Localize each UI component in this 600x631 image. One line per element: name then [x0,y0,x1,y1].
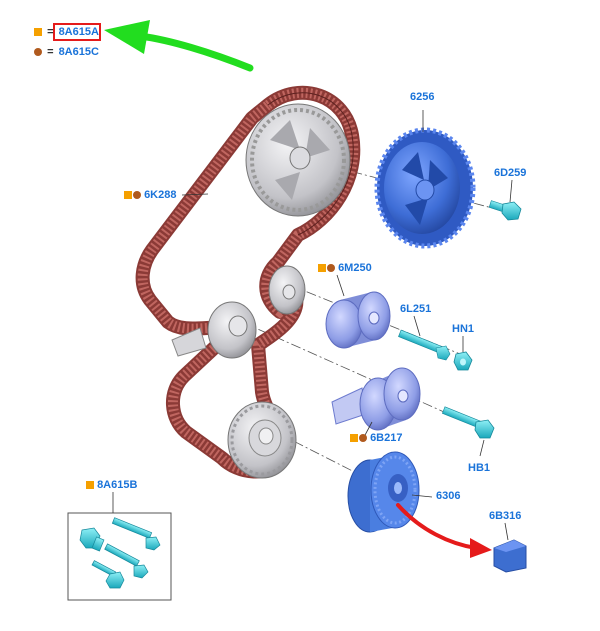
camshaft-sprocket [374,127,476,249]
bolt-6D259 [488,200,522,221]
part-label-6B217[interactable]: 6B217 [370,432,403,444]
nut-HN1 [453,351,473,371]
legend-code-8A615A[interactable]: 8A615A [58,26,99,38]
crankshaft-pulley [227,401,297,479]
part-label-HN1[interactable]: HN1 [452,323,475,335]
bolt-HB1 [441,406,495,439]
part-label-6M250[interactable]: 6M250 [338,262,372,274]
square-marker-icon [124,191,132,199]
bolt-kit-box [67,512,172,601]
circle-marker-icon [359,434,367,442]
part-row-8A615B: 8A615B [86,479,137,492]
camshaft-pulley [245,103,351,217]
circle-marker-icon [133,191,141,199]
key-6B316 [493,539,527,573]
legend-eq: = [47,46,54,58]
legend-code-8A615C[interactable]: 8A615C [58,46,99,58]
circle-marker-icon [34,48,42,56]
part-label-6L251[interactable]: 6L251 [400,303,432,315]
part-label-6K288[interactable]: 6K288 [144,189,177,201]
crankshaft-sprocket [347,451,420,533]
idler-6M250 [325,291,391,349]
highlight-box [53,23,101,41]
square-marker-icon [318,264,326,272]
legend-row-circle: = 8A615C [34,46,99,59]
circle-marker-icon [327,264,335,272]
tensioner-6B217 [331,367,421,431]
part-row-6B217: 6B217 [350,432,402,445]
part-label-6306[interactable]: 6306 [436,490,461,502]
square-marker-icon [34,28,42,36]
part-label-8A615B[interactable]: 8A615B [97,479,138,491]
part-row-6K288: 6K288 [124,189,176,202]
red-pointer-arrow [396,503,492,558]
part-row-6M250: 6M250 [318,262,372,275]
part-label-6B316[interactable]: 6B316 [489,510,522,522]
square-marker-icon [86,481,94,489]
part-label-6D259[interactable]: 6D259 [494,167,527,179]
legend-row-square: = 8A615A [34,26,99,39]
tensioner-grey [171,301,257,359]
idler-pulley-upper [268,265,306,315]
green-pointer-arrow [104,20,254,72]
bolt-6L251 [398,329,451,361]
leader-lines [112,110,513,541]
square-marker-icon [350,434,358,442]
part-label-HB1[interactable]: HB1 [468,462,491,474]
legend-eq: = [47,26,54,38]
part-label-6256[interactable]: 6256 [410,91,435,103]
